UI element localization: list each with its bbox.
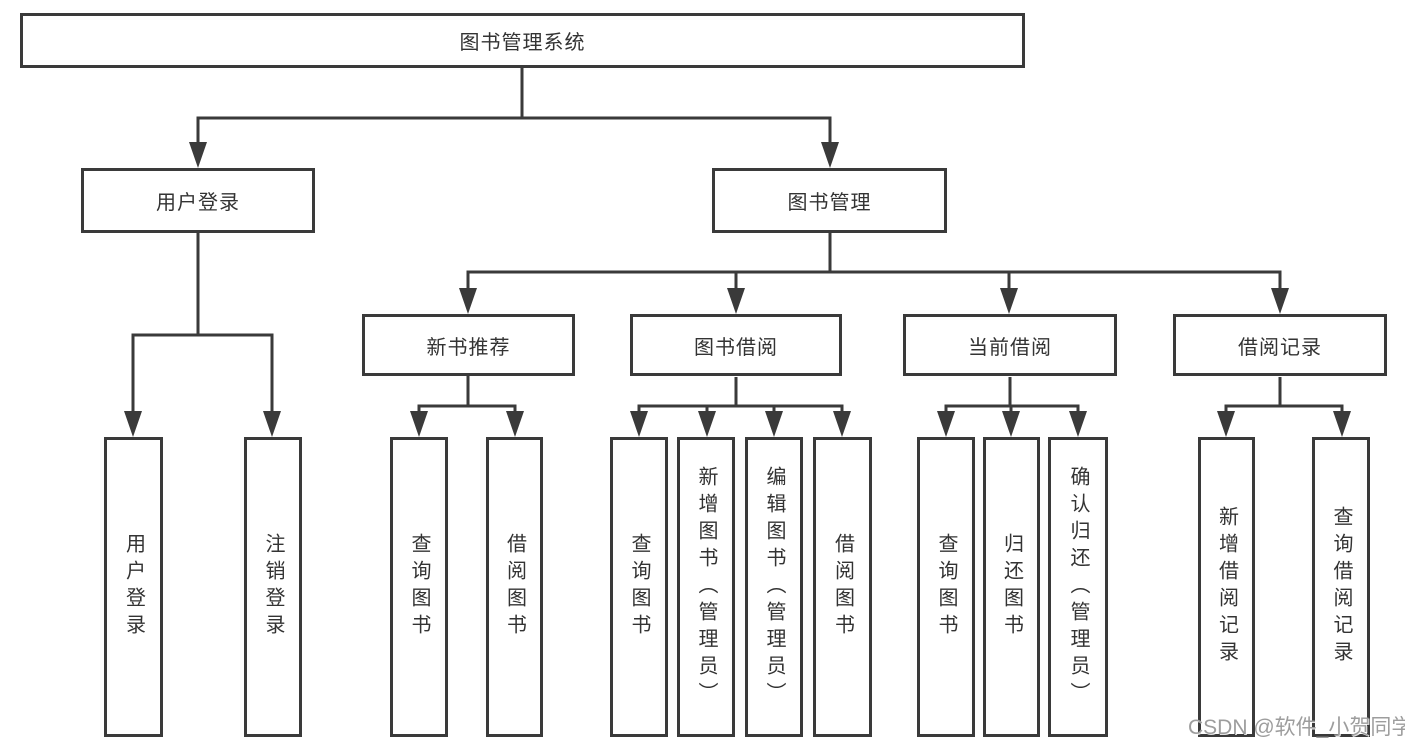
leaf-add-borrow-record-label: 新增借阅记录 [1215,506,1238,668]
leaf-borrow-books-label: 借阅图书 [831,533,854,641]
node-current-borrow: 当前借阅 [903,314,1117,376]
node-user-login: 用户登录 [81,168,315,233]
leaf-current-query-books: 查询图书 [917,437,975,737]
leaf-add-books-admin-label: 新增图书（管理员） [695,465,717,709]
node-borrow-records-label: 借阅记录 [1238,336,1322,359]
leaf-confirm-return-admin: 确认归还（管理员） [1048,437,1108,737]
leaf-return-books-label: 归还图书 [1000,533,1023,641]
leaf-add-borrow-record: 新增借阅记录 [1198,437,1255,737]
leaf-user-login-label: 用户登录 [122,533,145,641]
leaf-borrow-query-books: 查询图书 [610,437,668,737]
csdn-watermark: CSDN @软件_小贺同学 [1188,716,1405,739]
leaf-current-query-books-label: 查询图书 [935,533,957,641]
leaf-recommend-query-books-label: 查询图书 [408,533,430,641]
leaf-add-books-admin: 新增图书（管理员） [677,437,735,737]
leaf-logout: 注销登录 [244,437,302,737]
leaf-edit-books-admin-label: 编辑图书（管理员） [763,465,785,709]
leaf-borrow-query-books-label: 查询图书 [628,533,650,641]
node-book-borrow-label: 图书借阅 [694,336,778,359]
leaf-borrow-books: 借阅图书 [813,437,872,737]
node-borrow-records: 借阅记录 [1173,314,1387,376]
leaf-edit-books-admin: 编辑图书（管理员） [745,437,803,737]
node-book-management: 图书管理 [712,168,947,233]
leaf-user-login: 用户登录 [104,437,163,737]
leaf-query-borrow-record: 查询借阅记录 [1312,437,1370,737]
node-book-management-label: 图书管理 [787,192,872,214]
leaf-query-borrow-record-label: 查询借阅记录 [1330,506,1352,668]
leaf-return-books: 归还图书 [983,437,1040,737]
leaf-recommend-query-books: 查询图书 [390,437,448,737]
node-new-book-recommend: 新书推荐 [362,314,575,376]
leaf-confirm-return-admin-label: 确认归还（管理员） [1067,465,1089,709]
node-user-login-label: 用户登录 [156,192,240,214]
leaf-recommend-borrow-books: 借阅图书 [486,437,543,737]
leaf-recommend-borrow-books-label: 借阅图书 [503,533,526,641]
leaf-logout-label: 注销登录 [262,533,284,641]
node-root: 图书管理系统 [20,13,1025,68]
node-new-book-recommend-label: 新书推荐 [426,336,511,359]
node-book-borrow: 图书借阅 [630,314,842,376]
node-current-borrow-label: 当前借阅 [968,336,1052,359]
node-root-label: 图书管理系统 [459,32,586,54]
